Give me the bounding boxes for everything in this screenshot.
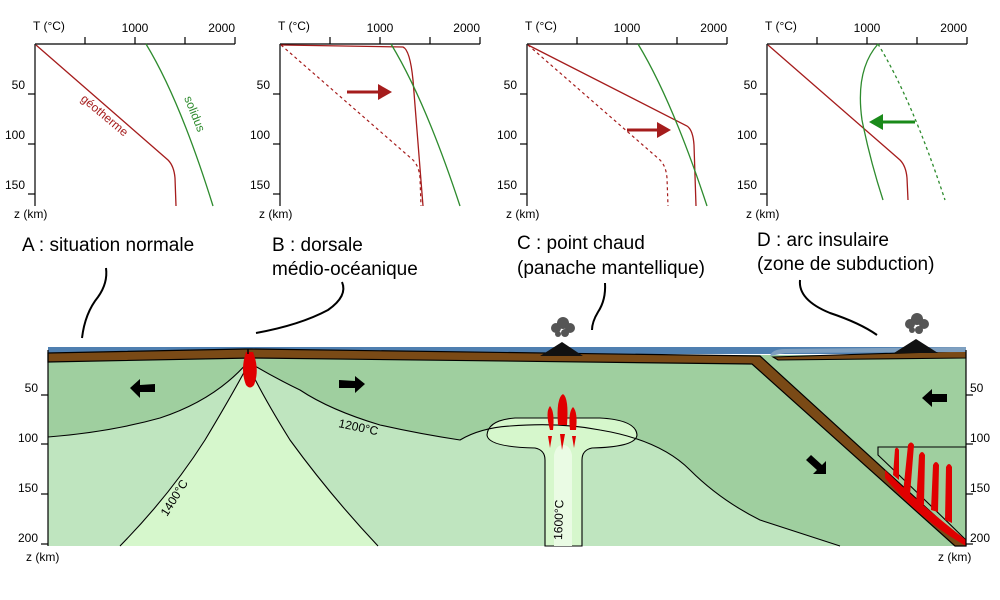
motion-arrows (130, 376, 947, 474)
z-tick-50: 50 (12, 78, 26, 92)
depth-tick-150: 150 (18, 481, 38, 495)
plate-motion-left-arrow-arc (922, 389, 947, 407)
t-tick-2000: 2000 (940, 21, 967, 35)
smoke-clouds (551, 313, 929, 337)
solidus-curve (390, 43, 461, 207)
t-tick-1000: 1000 (122, 21, 149, 35)
t-tick-1000: 1000 (367, 21, 394, 35)
magma-blobs (243, 352, 966, 546)
plume-core (554, 445, 572, 546)
arrow-head (657, 122, 671, 138)
hotspot-volcano (540, 342, 583, 356)
caption-d-line2: (zone de subduction) (757, 254, 934, 275)
z-tick-150: 150 (5, 178, 25, 192)
t-tick-1000: 1000 (614, 21, 641, 35)
depth-axis-label-right: z (km) (938, 550, 971, 564)
depth-tick-100-right: 100 (970, 431, 990, 445)
graph-a: T (°C) 1000 2000 50 100 150 z (km) géoth… (5, 19, 236, 221)
arrow-head (869, 114, 883, 130)
depth-tick-200: 200 (18, 531, 38, 545)
z-tick-100: 100 (5, 128, 25, 142)
depth-tick-50: 50 (25, 381, 39, 395)
geotherm-normal-dotted (280, 44, 422, 207)
z-tick-150: 150 (250, 178, 270, 192)
graph-c: T (°C) 1000 2000 50 100 150 z (km) (497, 19, 728, 221)
plate-motion-left-arrow (130, 379, 155, 398)
plate-motion-right-arrow (339, 376, 365, 393)
geotherm-curve (767, 44, 909, 201)
z-tick-100: 100 (250, 128, 270, 142)
geotherm-normal-dotted (527, 44, 669, 207)
depth-tick-100: 100 (18, 431, 38, 445)
t-tick-2000: 2000 (453, 21, 480, 35)
ridge-hot-zone (120, 365, 378, 546)
caption-d-line1: D : arc insulaire (757, 230, 889, 251)
left-depth-axis (41, 350, 49, 546)
caption-b-line1: B : dorsale (272, 235, 363, 256)
caption-a: A : situation normale (22, 235, 194, 256)
cross-section: 1200°C 1400°C 1600°C 50 100 150 200 z (k… (18, 313, 990, 564)
t-axis-label: T (°C) (33, 19, 65, 33)
z-tick-150: 150 (497, 178, 517, 192)
arc-volcano (894, 339, 938, 353)
z-tick-150: 150 (737, 178, 757, 192)
subduction-motion-arrow (806, 455, 826, 474)
geotherm-label: géotherme (78, 92, 131, 140)
geotherm-curve (527, 44, 697, 207)
z-tick-50: 50 (744, 78, 758, 92)
caption-c-line2: (panache mantellique) (517, 258, 705, 279)
geotherm-curve (280, 44, 424, 207)
solidus-curve (859, 43, 884, 201)
solidus-curve (637, 43, 708, 207)
z-tick-100: 100 (497, 128, 517, 142)
z-axis-label: z (km) (259, 207, 292, 221)
z-tick-100: 100 (737, 128, 757, 142)
arrow-head (378, 84, 392, 100)
t-tick-2000: 2000 (700, 21, 727, 35)
z-axis-label: z (km) (14, 207, 47, 221)
t-tick-1000: 1000 (854, 21, 881, 35)
z-axis-label: z (km) (506, 207, 539, 221)
geotherm-curve (35, 44, 177, 207)
graph-d: T (°C) 1000 2000 50 100 150 z (km) (737, 19, 968, 221)
isotherm-label-1600: 1600°C (551, 499, 566, 540)
z-axis-label: z (km) (746, 207, 779, 221)
depth-tick-200-right: 200 (970, 531, 990, 545)
depth-axis-label-left: z (km) (26, 550, 59, 564)
z-tick-50: 50 (257, 78, 271, 92)
caption-c-line1: C : point chaud (517, 233, 645, 254)
right-depth-axis (965, 350, 973, 546)
t-tick-2000: 2000 (208, 21, 235, 35)
solidus-normal-dotted (877, 43, 946, 201)
t-axis-label: T (°C) (525, 19, 557, 33)
connector-lines (81, 267, 878, 339)
depth-tick-150-right: 150 (970, 481, 990, 495)
depth-tick-50-right: 50 (970, 381, 984, 395)
z-tick-50: 50 (504, 78, 518, 92)
caption-b-line2: médio-océanique (272, 259, 418, 280)
graph-b: T (°C) 1000 2000 50 100 150 z (km) (250, 19, 481, 221)
solidus-curve (145, 43, 214, 207)
t-axis-label: T (°C) (278, 19, 310, 33)
t-axis-label: T (°C) (765, 19, 797, 33)
